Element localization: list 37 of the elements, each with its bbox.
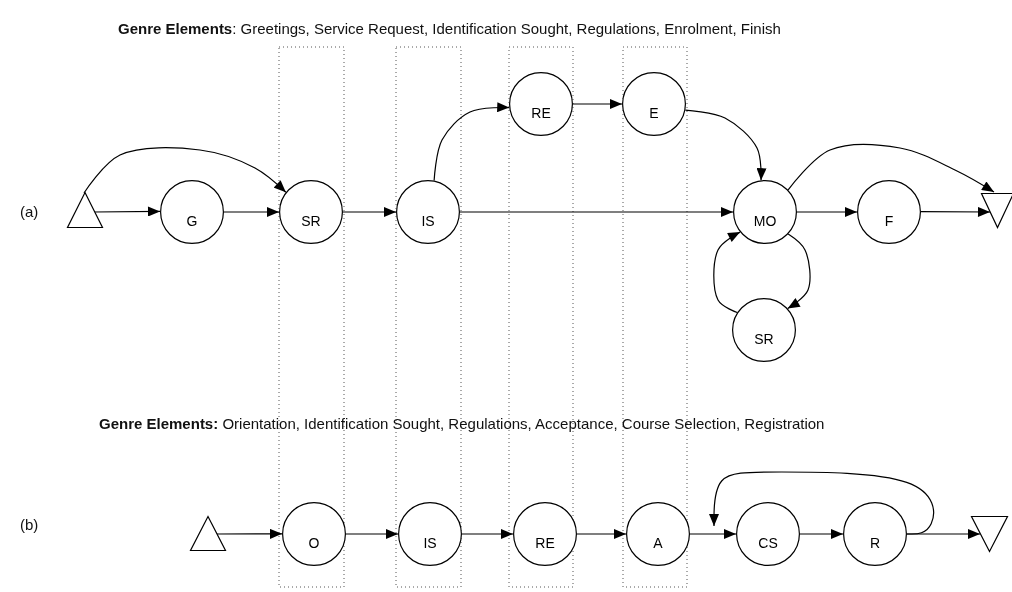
state-label: IS: [422, 535, 438, 551]
arrow: [709, 471, 935, 535]
arrow: [223, 207, 280, 217]
arrow: [433, 102, 510, 182]
arrow: [345, 529, 399, 539]
arrow: [787, 233, 811, 310]
state-label: O: [307, 535, 321, 551]
heading: Genre Elements: Orientation, Identification Sought, Regulations, Acceptance, Course Selection, Registration: [99, 415, 825, 432]
state-label: F: [883, 213, 895, 229]
state-label: IS: [420, 213, 436, 229]
state-label: G: [185, 213, 199, 229]
arrow: [572, 99, 623, 109]
state-label: MO: [752, 213, 778, 229]
arrow: [684, 109, 767, 181]
arrow: [83, 147, 287, 194]
state-label: RE: [530, 105, 552, 121]
state-label: SR: [300, 213, 322, 229]
heading: Genre Elements: Greetings, Service Request, Identification Sought, Regulations, Enrolment, Finish: [118, 20, 781, 37]
panel-label: (a): [20, 203, 39, 220]
arrow: [576, 529, 627, 539]
state-label: A: [652, 535, 664, 551]
arrow: [689, 529, 737, 539]
arrow: [799, 529, 844, 539]
state-label: SR: [753, 331, 775, 347]
arrow: [796, 207, 858, 217]
arrow: [787, 143, 995, 193]
state-label: CS: [757, 535, 779, 551]
state-label: R: [868, 535, 882, 551]
panel-label: (b): [20, 516, 39, 533]
state-label: E: [648, 105, 660, 121]
arrow: [461, 529, 514, 539]
state-label: RE: [534, 535, 556, 551]
arrow: [920, 206, 991, 217]
arrow: [459, 207, 734, 217]
arrow: [216, 528, 283, 539]
arrow: [342, 207, 397, 217]
arrow: [713, 231, 741, 314]
